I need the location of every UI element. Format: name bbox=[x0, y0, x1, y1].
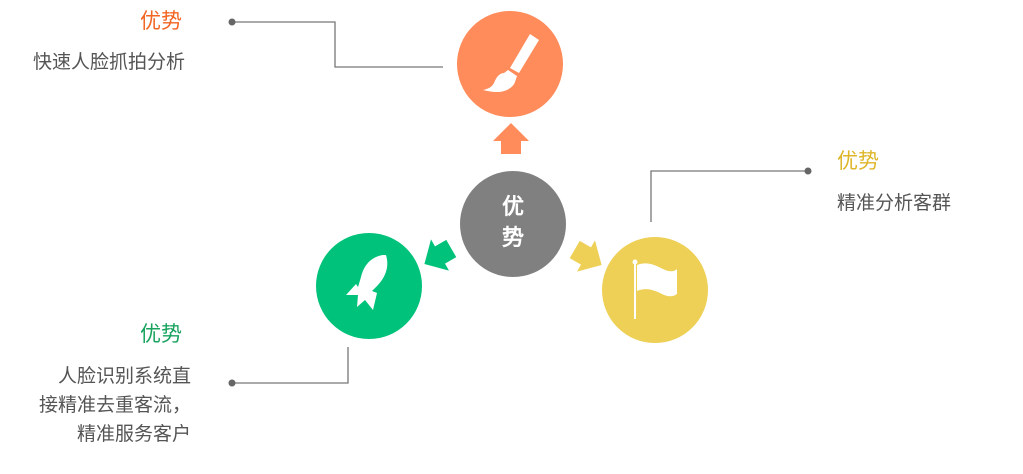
center-circle bbox=[460, 171, 566, 277]
arrow-down-right-icon bbox=[569, 240, 602, 272]
connector-left bbox=[232, 347, 349, 384]
node-right-desc: 精准分析客群 bbox=[837, 192, 952, 214]
center-label: 优 势 bbox=[493, 192, 533, 254]
node-left-desc: 人脸识别系统直 接精准去重客流， 精准服务客户 bbox=[39, 362, 191, 449]
center-label-line2: 势 bbox=[501, 226, 524, 251]
node-top-title: 优势 bbox=[140, 9, 182, 33]
connector-right bbox=[650, 170, 808, 222]
connector-top bbox=[232, 21, 443, 68]
node-left-title: 优势 bbox=[140, 322, 182, 346]
node-circle-top bbox=[457, 11, 563, 117]
arrow-down-left-icon bbox=[424, 239, 457, 271]
arrow-up-icon bbox=[493, 123, 529, 154]
node-left-desc-line: 接精准去重客流， bbox=[38, 394, 191, 416]
paintbrush-icon bbox=[483, 34, 539, 92]
connector-dot-right bbox=[804, 167, 812, 175]
connector-dot-left bbox=[228, 379, 236, 387]
flag-icon bbox=[632, 259, 677, 319]
node-left-desc-line: 精准服务客户 bbox=[76, 423, 191, 445]
node-right-title: 优势 bbox=[837, 149, 879, 173]
rocket-icon bbox=[346, 255, 388, 310]
node-left-desc-line: 人脸识别系统直 bbox=[57, 365, 191, 387]
connector-dot-top bbox=[228, 18, 236, 26]
node-top-desc: 快速人脸抓拍分析 bbox=[33, 51, 186, 73]
center-label-line1: 优 bbox=[501, 195, 524, 220]
